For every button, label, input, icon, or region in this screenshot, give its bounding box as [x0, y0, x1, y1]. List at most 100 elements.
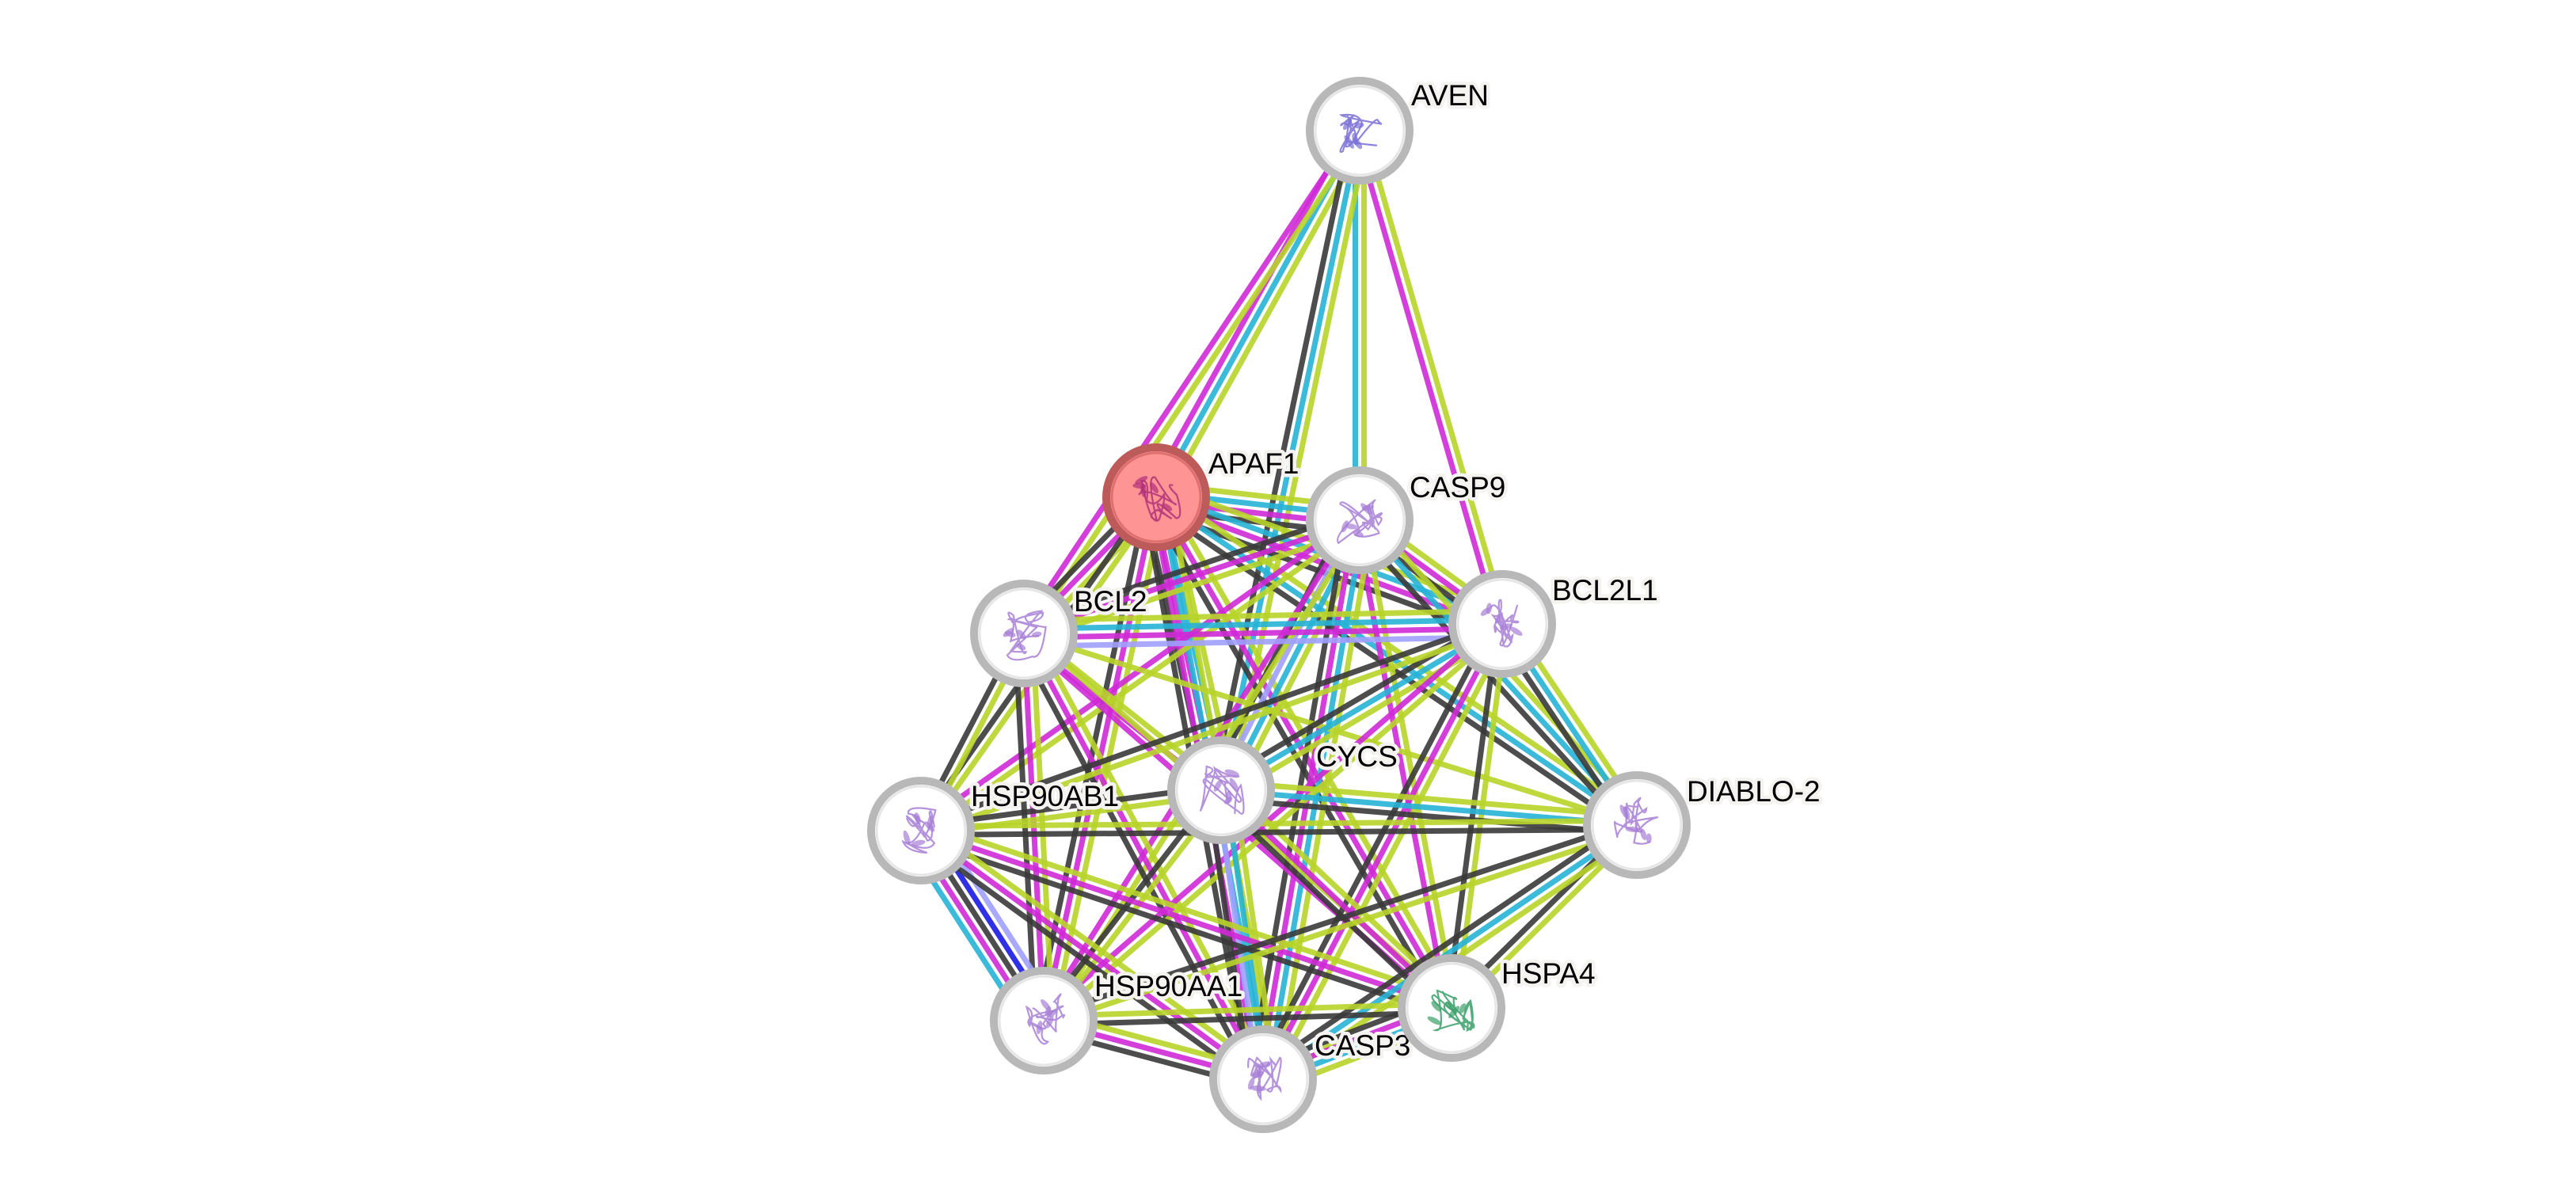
node-circle[interactable] [1306, 466, 1414, 574]
edge-line-coexpression [1044, 1009, 1452, 1028]
node-hsp90aa1[interactable] [990, 967, 1098, 1074]
node-circle[interactable] [1209, 1025, 1317, 1133]
edge-line-experiments [1260, 622, 1505, 1081]
edge-aven-bcl2[interactable] [1018, 127, 1366, 637]
edge-bcl2l1-hsp90ab1[interactable] [918, 617, 1505, 838]
edge-line-experiments [1024, 625, 1503, 641]
protein-structure-icon [1427, 989, 1475, 1033]
edge-line-textmining [1044, 826, 1639, 1028]
protein-structure-icon [1132, 476, 1181, 522]
edge-line-textmining [1221, 778, 1638, 820]
edge-line-textmining [1223, 629, 1509, 801]
node-circle[interactable] [1167, 736, 1275, 844]
node-inner-ring [1456, 578, 1548, 670]
edge-line-textmining [1022, 630, 1638, 828]
protein-structure-icon [901, 807, 937, 854]
node-label-apaf1[interactable]: APAF1 [1205, 444, 1303, 484]
edge-line-textmining [921, 625, 1505, 838]
edge-diablo-2-hsp90aa1[interactable] [1041, 818, 1639, 1028]
edge-line-experiments [1021, 632, 1266, 1081]
edge-line-experiments [1353, 131, 1501, 626]
node-bcl2l1[interactable] [1448, 570, 1556, 678]
node-label-bcl2l1[interactable]: BCL2L1 [1549, 571, 1662, 610]
protein-structure-icon [1199, 765, 1245, 815]
edge-line-coexpression [1256, 816, 1634, 1074]
edge-line-homology [1024, 633, 1503, 649]
edge-hsp90ab1-hspa4[interactable] [917, 820, 1455, 1019]
node-bcl2[interactable] [970, 580, 1078, 687]
protein-structure-icon [1247, 1055, 1282, 1101]
node-inner-ring [1314, 85, 1406, 177]
edge-line-coexpression [1209, 128, 1354, 789]
node-cycs[interactable] [1167, 736, 1275, 844]
edge-line-database [1218, 130, 1363, 791]
edge-casp9-hspa4[interactable] [1353, 519, 1459, 1010]
edge-line-coexpression [1444, 622, 1501, 1008]
node-circle[interactable] [1102, 443, 1210, 551]
node-diablo-2[interactable] [1583, 771, 1691, 879]
node-inner-ring [978, 588, 1070, 679]
edge-line-database [1220, 621, 1504, 793]
node-label-bcl2[interactable]: BCL2 [1071, 582, 1151, 622]
edge-line-textmining [922, 521, 1364, 837]
node-inner-ring [1217, 1033, 1309, 1125]
node-hspa4[interactable] [1398, 954, 1505, 1062]
edge-casp9-bcl2[interactable] [1020, 509, 1364, 645]
edge-line-coexpression [917, 836, 1450, 1019]
protein-structure-icon [1613, 797, 1659, 845]
edge-line-coexpression [921, 826, 1638, 838]
node-label-cycs[interactable]: CYCS [1313, 737, 1402, 777]
edge-line-experiments [1018, 127, 1359, 633]
node-circle[interactable] [990, 967, 1098, 1074]
edge-line-textmining [1360, 519, 1459, 1008]
edge-line-database [1023, 617, 1502, 633]
edge-line-coexpression [914, 835, 1260, 1089]
edge-line-database [1261, 823, 1638, 1082]
edge-hsp90ab1-casp3[interactable] [914, 821, 1270, 1089]
edge-line-textmining [923, 820, 1455, 1002]
node-inner-ring [1314, 474, 1406, 566]
edge-line-textmining [1161, 133, 1370, 504]
node-label-hsp90ab1[interactable]: HSP90AB1 [968, 777, 1123, 816]
edge-line-textmining [1025, 526, 1364, 645]
node-label-casp9[interactable]: CASP9 [1406, 468, 1509, 508]
edge-line-coexpression [1041, 818, 1637, 1020]
edge-line-textmining [1029, 628, 1273, 1077]
edge-line-textmining [924, 821, 1270, 1074]
edge-aven-bcl2l1[interactable] [1353, 128, 1509, 626]
node-inner-ring [1591, 779, 1683, 871]
edge-line-experiments [919, 828, 1265, 1082]
node-aven[interactable] [1306, 77, 1414, 184]
node-inner-ring [998, 975, 1090, 1067]
node-inner-ring [1110, 451, 1202, 543]
edge-line-textmining [920, 818, 1637, 830]
protein-structure-icon [1338, 113, 1383, 154]
node-casp9[interactable] [1306, 466, 1414, 574]
edge-hsp90ab1-diablo-2[interactable] [920, 818, 1638, 838]
edge-bcl2-diablo-2[interactable] [1022, 630, 1638, 828]
node-label-diablo-2[interactable]: DIABLO-2 [1684, 772, 1825, 812]
node-label-hsp90aa1[interactable]: HSP90AA1 [1091, 967, 1246, 1006]
node-inner-ring [1406, 962, 1497, 1054]
node-label-casp3[interactable]: CASP3 [1311, 1026, 1414, 1066]
edge-line-coexpression [1020, 509, 1358, 628]
protein-structure-icon [1336, 499, 1383, 545]
node-label-hspa4[interactable]: HSPA4 [1498, 954, 1600, 994]
node-casp3[interactable] [1209, 1025, 1317, 1133]
edge-line-experiments [1039, 618, 1501, 1020]
node-label-aven[interactable]: AVEN [1408, 76, 1493, 116]
edge-line-experiments [1022, 517, 1361, 637]
edge-bcl2-bcl2l1[interactable] [1023, 608, 1503, 649]
protein-structure-icon [1003, 610, 1047, 661]
node-hsp90ab1[interactable] [867, 777, 975, 884]
edge-line-coexpression [1253, 618, 1497, 1077]
edge-aven-apaf1[interactable] [1146, 124, 1370, 504]
edge-line-experiments [1353, 520, 1451, 1010]
node-apaf1[interactable] [1102, 443, 1210, 551]
edge-line-textmining [1023, 608, 1502, 624]
edge-hsp90aa1-hspa4[interactable] [1043, 1001, 1452, 1028]
nodes-layer: CASP3 [867, 77, 1691, 1133]
protein-structure-icon [1025, 993, 1066, 1045]
